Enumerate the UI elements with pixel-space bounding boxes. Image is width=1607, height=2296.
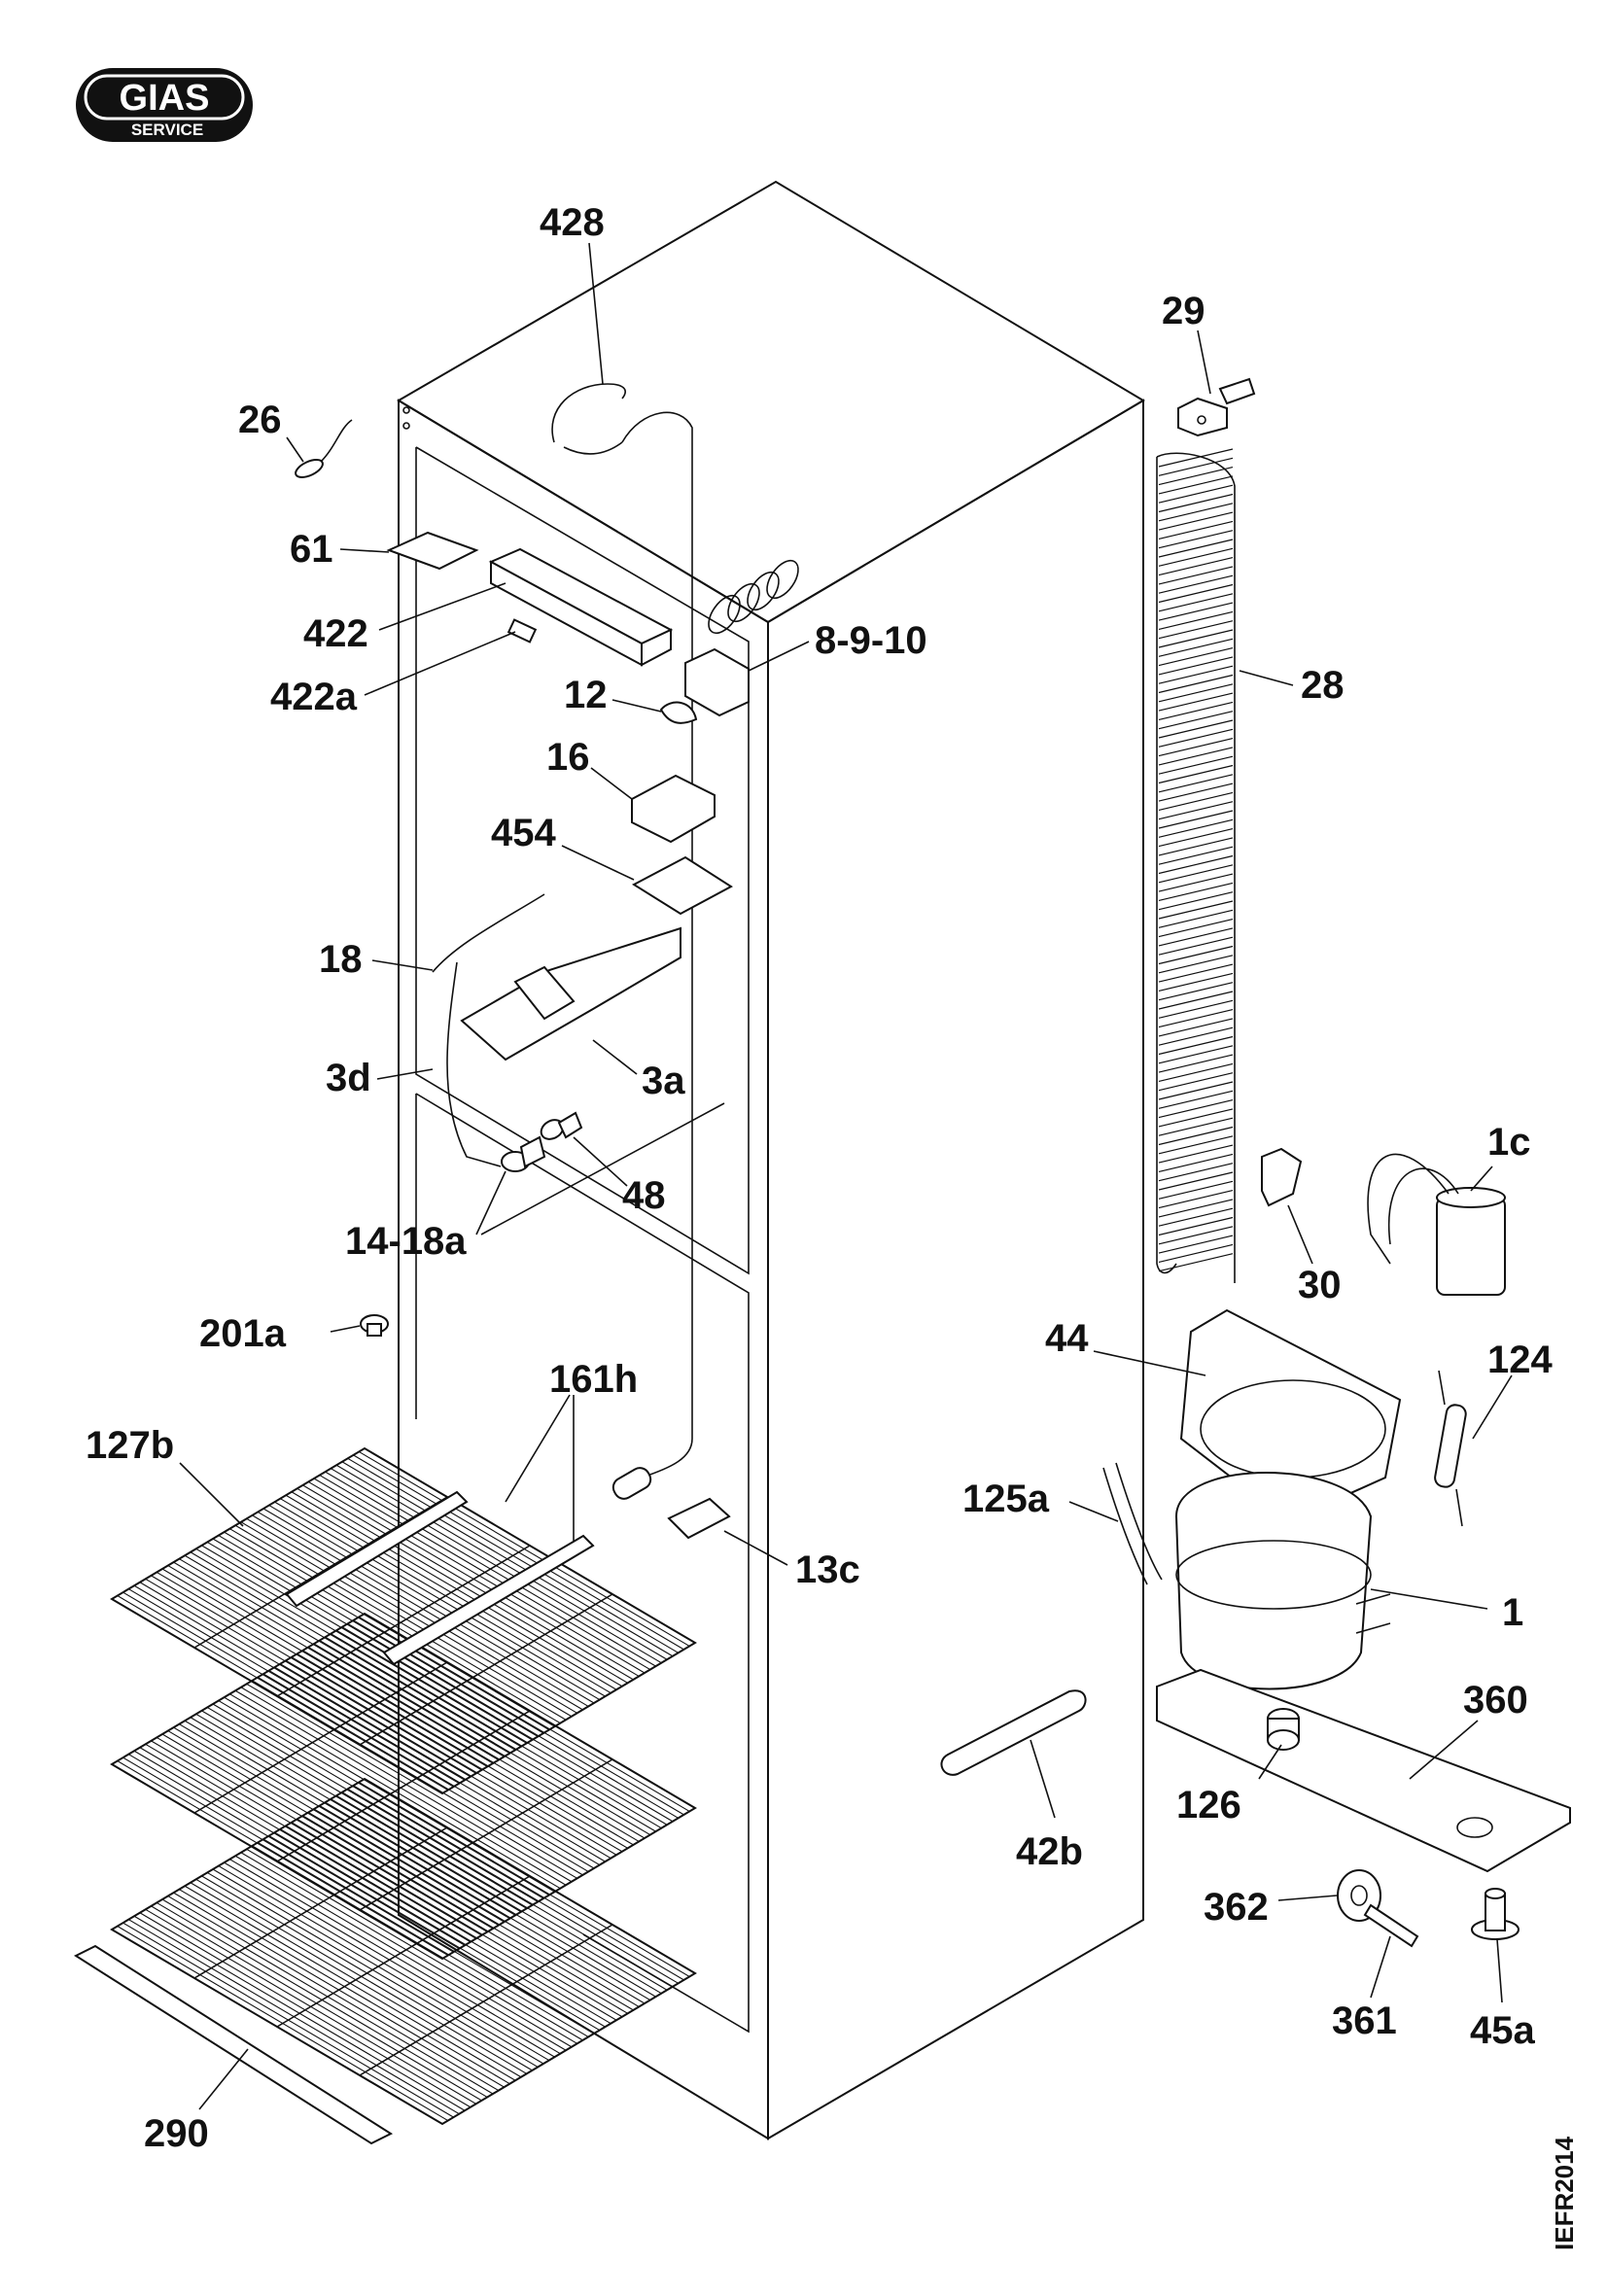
part-201a-plug xyxy=(360,1314,389,1337)
part-125a-tube xyxy=(1102,1462,1163,1585)
callout-48: 48 xyxy=(622,1174,666,1217)
logo-brand: GIAS xyxy=(120,78,210,119)
part-124-filter-dryer xyxy=(1434,1370,1467,1527)
callout-61: 61 xyxy=(290,528,333,571)
callout-26: 26 xyxy=(238,399,282,441)
part-1-compressor xyxy=(1174,1472,1391,1690)
part-422-control-panel xyxy=(488,547,674,667)
callout-13c: 13c xyxy=(795,1548,860,1591)
callout-28: 28 xyxy=(1301,664,1345,707)
callout-44: 44 xyxy=(1045,1317,1089,1360)
part-16-lamp-cover xyxy=(631,774,716,844)
callout-126: 126 xyxy=(1176,1784,1241,1826)
condenser xyxy=(1156,448,1236,1283)
part-161h-rails xyxy=(285,1490,595,1666)
callout-362: 362 xyxy=(1204,1886,1269,1929)
part-42b-spanner xyxy=(940,1689,1087,1776)
part-422a-knob xyxy=(507,618,538,644)
callout-3a: 3a xyxy=(642,1060,685,1102)
callout-labels: 428 29 26 61 422 422a 8-9-10 28 12 16 45… xyxy=(86,201,1553,2155)
part-48-bulb xyxy=(540,1111,583,1140)
part-360-base-plate xyxy=(1156,1668,1571,1873)
part-45a-foot xyxy=(1471,1888,1520,1940)
callout-124: 124 xyxy=(1487,1339,1553,1381)
part-290-strip xyxy=(73,1944,394,2145)
callout-12: 12 xyxy=(564,674,608,716)
callout-42b: 42b xyxy=(1016,1830,1083,1873)
callout-360: 360 xyxy=(1463,1679,1528,1722)
callout-125a: 125a xyxy=(962,1478,1050,1520)
callout-161h: 161h xyxy=(549,1358,638,1401)
callout-422a: 422a xyxy=(270,676,358,718)
part-361-bolt xyxy=(1363,1903,1419,1948)
part-454-plate xyxy=(631,855,733,916)
callout-422: 422 xyxy=(303,612,368,655)
part-29-bracket xyxy=(1177,377,1256,437)
part-126-grommet xyxy=(1267,1708,1300,1751)
callout-29: 29 xyxy=(1162,290,1205,332)
part-tube-stub xyxy=(611,1467,652,1500)
drawing-code: IEFR2014 xyxy=(1550,2136,1579,2250)
evaporator-shelves xyxy=(110,1446,697,2126)
callout-8-9-10: 8-9-10 xyxy=(815,619,927,662)
callout-454: 454 xyxy=(491,812,556,854)
callout-30: 30 xyxy=(1298,1264,1342,1306)
part-428-wire xyxy=(551,383,626,455)
part-3a-lamp-housing xyxy=(460,926,681,1061)
callout-290: 290 xyxy=(144,2112,209,2155)
part-61-plate xyxy=(386,531,479,571)
callout-18: 18 xyxy=(319,938,363,981)
callout-45a: 45a xyxy=(1470,2009,1535,2052)
callout-428: 428 xyxy=(540,201,605,244)
leader-lines xyxy=(179,242,1513,2110)
part-13c-hinge xyxy=(667,1497,731,1540)
callout-201a: 201a xyxy=(199,1312,287,1355)
callout-1: 1 xyxy=(1502,1591,1523,1634)
callout-16: 16 xyxy=(546,736,590,779)
callout-127b: 127b xyxy=(86,1424,174,1467)
part-18-harness xyxy=(432,893,545,1167)
part-12-knob xyxy=(659,701,698,724)
part-14-18a-lamp-holder xyxy=(501,1135,546,1172)
part-26-sensor xyxy=(295,419,353,478)
part-44-tray xyxy=(1179,1308,1402,1523)
cabinet xyxy=(397,180,1145,2140)
callout-361: 361 xyxy=(1332,2000,1397,2042)
part-thermostat-coil xyxy=(708,559,799,635)
callout-1c: 1c xyxy=(1487,1121,1531,1164)
part-30-clip xyxy=(1261,1147,1303,1207)
part-1c-capacitor xyxy=(1367,1153,1506,1296)
logo-sub: SERVICE xyxy=(131,121,203,139)
gias-service-logo: GIAS SERVICE xyxy=(76,68,253,142)
callout-3d: 3d xyxy=(326,1057,371,1099)
part-8-9-10-thermostat xyxy=(684,647,750,717)
callout-14-18a: 14-18a xyxy=(345,1220,467,1263)
